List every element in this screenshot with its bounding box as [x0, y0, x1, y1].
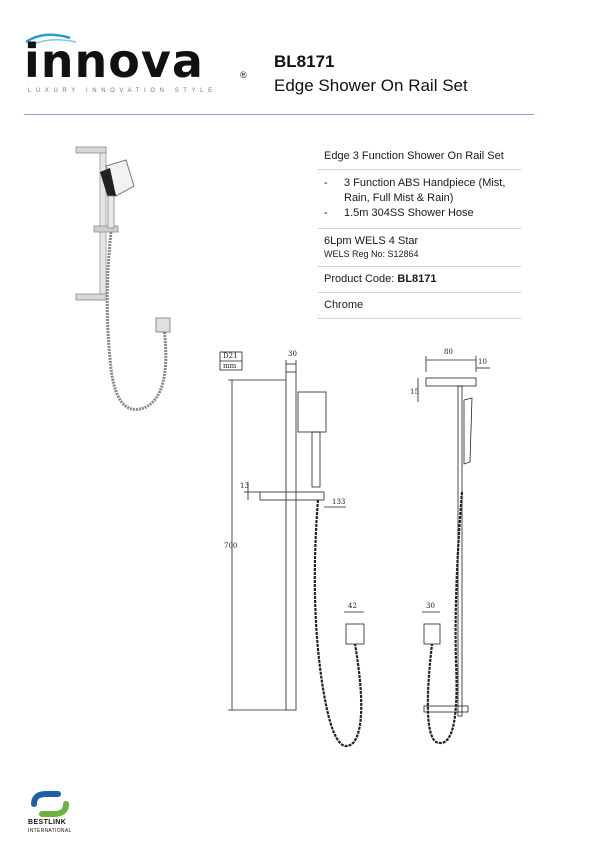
- wels-reg: WELS Reg No: S12864: [324, 249, 419, 259]
- dim-front-height: 700: [224, 542, 237, 550]
- bestlink-logo: BESTLINK INTERNATIONAL: [28, 790, 94, 840]
- spec-features: - 3 Function ABS Handpiece (Mist, Rain, …: [318, 170, 521, 229]
- spec-bullet: - 1.5m 304SS Shower Hose: [324, 206, 521, 221]
- product-name-heading: Edge Shower On Rail Set: [274, 76, 468, 95]
- wels-rating: 6Lpm WELS 4 Star: [324, 235, 419, 247]
- logo-registered-mark: ®: [240, 70, 247, 80]
- logo-tagline: LUXURY INNOVATION STYLE: [28, 88, 217, 94]
- dim-side-top-offset: 10: [478, 358, 487, 366]
- innova-logo: innova ® LUXURY INNOVATION STYLE: [24, 30, 254, 100]
- bullet-text: 3 Function ABS Handpiece (Mist, Rain, Fu…: [344, 177, 506, 204]
- dim-front-top-width: 30: [288, 350, 297, 358]
- dim-front-bracket: 13: [240, 482, 249, 490]
- product-code-heading: BL8171: [274, 52, 335, 71]
- technical-drawing: 30 D21 mm 13 133 700 42 80 10 15 30: [219, 348, 490, 748]
- bestlink-name: BESTLINK: [28, 819, 67, 826]
- spec-product-code: Product Code: BL8171: [318, 267, 521, 293]
- dim-side-top-drop: 15: [410, 388, 419, 396]
- dim-front-holder-depth: 133: [332, 498, 345, 506]
- bullet-text: 1.5m 304SS Shower Hose: [344, 207, 474, 219]
- bullet-dash: -: [324, 177, 328, 189]
- logo-wordmark: innova: [24, 34, 204, 88]
- dim-front-outlet: 42: [348, 602, 357, 610]
- spec-list: Edge 3 Function Shower On Rail Set - 3 F…: [318, 145, 521, 319]
- bestlink-mark-icon: [31, 791, 69, 817]
- dim-front-note-unit: mm: [223, 362, 237, 370]
- product-code-label: Product Code:: [324, 273, 398, 285]
- product-code-value: BL8171: [397, 273, 437, 285]
- spec-wels: 6Lpm WELS 4 Star WELS Reg No: S12864: [318, 229, 521, 267]
- dim-front-note: D21: [223, 352, 238, 360]
- dim-side-outlet: 30: [426, 602, 435, 610]
- bestlink-sub: INTERNATIONAL: [28, 828, 72, 834]
- bullet-dash: -: [324, 207, 328, 219]
- spec-title: Edge 3 Function Shower On Rail Set: [318, 145, 521, 170]
- logo-swoosh-icon: [25, 33, 77, 47]
- product-photo: [75, 146, 171, 411]
- header-divider: [24, 114, 534, 115]
- spec-finish: Chrome: [318, 293, 521, 319]
- dim-side-top-width: 80: [444, 348, 453, 356]
- spec-bullet: - 3 Function ABS Handpiece (Mist, Rain, …: [324, 176, 521, 206]
